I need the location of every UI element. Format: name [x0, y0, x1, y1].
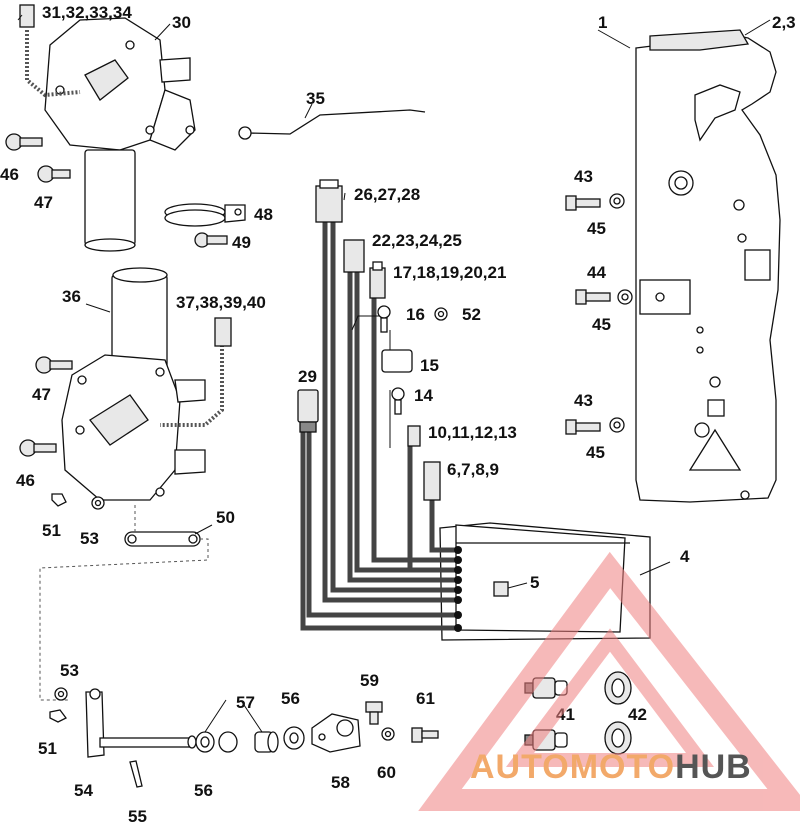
label-44: 44 [587, 263, 606, 282]
label-16: 16 [406, 305, 425, 324]
connector-29 [297, 389, 319, 433]
fuse-15 [381, 349, 413, 373]
label-47-lower: 47 [32, 385, 51, 404]
label-37-40: 37,38,39,40 [176, 293, 266, 312]
screw-61 [411, 727, 439, 743]
label-51-upper: 51 [42, 521, 61, 540]
label-30: 30 [172, 13, 191, 32]
label-4: 4 [680, 547, 690, 566]
trim-motor-lower [61, 267, 206, 501]
connector-6-9 [423, 461, 441, 501]
grommet-5 [493, 581, 509, 597]
connector-37-40 [214, 317, 232, 347]
label-43-top: 43 [574, 167, 593, 186]
label-56-left: 56 [194, 781, 213, 800]
bolt-44 [575, 289, 633, 305]
bolt-59 [365, 701, 383, 725]
label-48: 48 [254, 205, 273, 224]
label-15: 15 [420, 356, 439, 375]
watermark-text-part1: AUTOMOTO [470, 748, 676, 786]
bolt-47-upper [37, 165, 71, 183]
label-53-lower: 53 [60, 661, 79, 680]
label-43-bottom: 43 [574, 391, 593, 410]
harness-braid-lower [160, 345, 224, 427]
label-2-3: 2,3 [772, 13, 796, 32]
label-46-upper: 46 [0, 165, 19, 184]
label-59: 59 [360, 671, 379, 690]
label-46-lower: 46 [16, 471, 35, 490]
washer-52 [434, 307, 448, 321]
label-52: 52 [462, 305, 481, 324]
bolt-43-top [565, 193, 625, 211]
washer-53-upper [91, 496, 105, 510]
washer-60 [381, 727, 395, 741]
wire-harness [300, 219, 458, 631]
harness-braid-upper [25, 30, 81, 98]
label-57: 57 [236, 693, 255, 712]
ring-terminal-16 [377, 305, 391, 333]
label-17-21: 17,18,19,20,21 [393, 263, 506, 282]
label-45-bottom: 45 [586, 443, 605, 462]
label-49: 49 [232, 233, 251, 252]
label-51-lower: 51 [38, 739, 57, 758]
clamp-48 [164, 203, 246, 227]
link-50 [124, 531, 201, 547]
label-47-upper: 47 [34, 193, 53, 212]
clip-51-lower [49, 709, 67, 723]
connector-10-13 [407, 425, 421, 447]
bolt-46-upper [5, 133, 43, 151]
connector-31-34 [19, 4, 35, 28]
watermark-text-part2: HUB [675, 748, 752, 786]
washer-56-right [283, 726, 305, 750]
watermark-brand-text: AUTOMOTOHUB [470, 748, 752, 787]
washer-53-lower [54, 687, 68, 701]
assembly-dash-line [39, 505, 209, 701]
bracket-58 [311, 713, 361, 753]
wire-ends [454, 546, 462, 632]
bolt-46-lower [19, 439, 57, 457]
washer-56-left [195, 731, 215, 753]
pin-55 [129, 760, 143, 788]
connector-26-28 [315, 179, 343, 223]
bolt-47-lower [35, 356, 73, 374]
trim-motor-upper [44, 17, 196, 252]
label-53-upper: 53 [80, 529, 99, 548]
rod-35 [238, 109, 426, 140]
grommet-42 [604, 671, 632, 755]
label-6-9: 6,7,8,9 [447, 460, 499, 479]
mounting-bracket [635, 29, 781, 503]
label-56-right: 56 [281, 689, 300, 708]
part-labels: 1 2,3 4 5 6,7,8,9 10,11,12,13 14 15 16 1… [0, 3, 796, 826]
bushing-57 [218, 731, 279, 753]
label-26-28: 26,27,28 [354, 185, 420, 204]
label-31-34: 31,32,33,34 [42, 3, 132, 22]
label-5: 5 [530, 573, 539, 592]
clip-51-upper [51, 493, 67, 507]
label-10-13: 10,11,12,13 [428, 423, 517, 442]
lever-shaft-54 [85, 688, 197, 758]
label-45-top: 45 [587, 219, 606, 238]
leader-lines [17, 14, 771, 733]
fuse-holder-17-21 [369, 261, 386, 299]
label-36: 36 [62, 287, 81, 306]
label-1: 1 [598, 13, 607, 32]
label-45-mid: 45 [592, 315, 611, 334]
label-35: 35 [306, 89, 325, 108]
label-14: 14 [414, 386, 433, 405]
label-50: 50 [216, 508, 235, 527]
connector-22-25 [343, 239, 365, 273]
label-58: 58 [331, 773, 350, 792]
screw-49 [194, 232, 228, 248]
label-54: 54 [74, 781, 93, 800]
watermark-logo-triangle [418, 551, 800, 811]
label-60: 60 [377, 763, 396, 782]
label-42: 42 [628, 705, 647, 724]
label-29: 29 [298, 367, 317, 386]
label-61: 61 [416, 689, 435, 708]
ring-terminal-14 [391, 387, 405, 415]
label-55: 55 [128, 807, 147, 826]
bolt-43-bottom [565, 417, 625, 435]
label-22-25: 22,23,24,25 [372, 231, 462, 250]
